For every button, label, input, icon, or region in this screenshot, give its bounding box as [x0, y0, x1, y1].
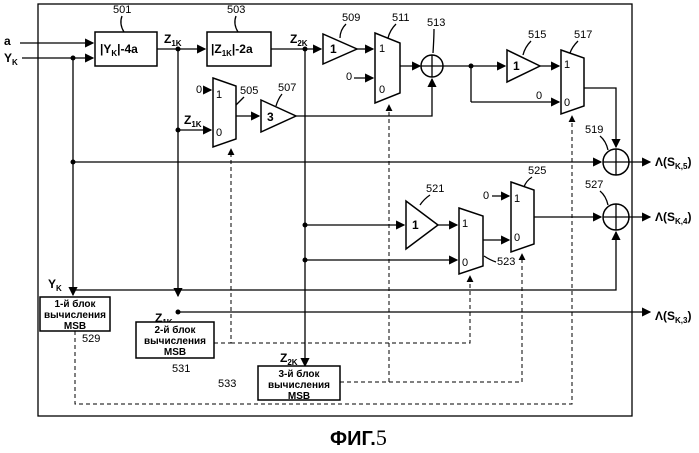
- ref-525: 525: [528, 165, 546, 177]
- leader-519: [600, 136, 608, 150]
- gain-509: [323, 34, 357, 64]
- ref-521: 521: [426, 183, 444, 195]
- input-y-label: YK: [4, 51, 18, 67]
- block-531-line2: вычисления: [144, 336, 206, 347]
- ref-515: 515: [528, 29, 546, 41]
- block-529-line2: вычисления: [44, 310, 106, 321]
- ref-519: 519: [585, 124, 603, 136]
- gain-515-text: 1: [513, 59, 520, 73]
- const-525: 0: [483, 190, 489, 202]
- leader-521: [420, 195, 430, 205]
- block-533-line2: вычисления: [268, 380, 330, 391]
- block-531-line1: 2-й блок: [154, 324, 196, 336]
- block-531-line3: MSB: [164, 347, 186, 358]
- ref-517: 517: [574, 29, 592, 41]
- mux-523-in1: 1: [462, 218, 468, 230]
- block-529-line3: MSB: [64, 321, 86, 332]
- ref-501: 501: [113, 4, 131, 16]
- junction-z2-523: [303, 258, 308, 263]
- leader-505: [236, 97, 244, 105]
- leader-515: [523, 41, 531, 55]
- mux-505-in0: 0: [216, 127, 222, 139]
- wire-507-513: [296, 79, 432, 116]
- output-3: Λ(SK,3): [655, 309, 691, 325]
- leader-523: [484, 256, 496, 262]
- leader-513: [433, 29, 434, 53]
- junction-yk-527: [71, 288, 76, 293]
- mux-517-in1: 1: [564, 59, 570, 71]
- ref-533: 533: [218, 378, 236, 390]
- leader-507: [276, 94, 282, 106]
- junction-z1-505: [176, 128, 181, 133]
- mux-523-in0: 0: [462, 257, 468, 269]
- gain-507-text: 3: [267, 110, 274, 124]
- z2-label: Z2K: [290, 32, 308, 48]
- ref-529: 529: [82, 333, 100, 345]
- mux-525-in1: 1: [514, 193, 520, 205]
- output-5: Λ(SK,5): [655, 155, 691, 171]
- ref-505: 505: [240, 85, 258, 97]
- ref-507: 507: [278, 82, 296, 94]
- ref-513: 513: [427, 17, 445, 29]
- const-505: 0: [196, 84, 202, 96]
- ctrl-533-511: [340, 105, 389, 382]
- leader-517: [570, 41, 578, 53]
- block-503-text: |Z1K|-2a: [211, 42, 253, 58]
- mux-505-in1: 1: [216, 89, 222, 101]
- gain-509-text: 1: [330, 42, 337, 56]
- figure-caption: ФИГ.5: [330, 425, 387, 450]
- yk-label: YK: [48, 277, 62, 293]
- leader-527: [600, 191, 608, 205]
- junction-out3: [176, 310, 181, 315]
- mux-511-in1: 1: [379, 43, 385, 55]
- mux-511-in0: 0: [379, 84, 385, 96]
- ref-527: 527: [585, 179, 603, 191]
- z2-label-2: Z2K: [280, 351, 298, 367]
- block-533-line1: 3-й блок: [278, 368, 320, 380]
- wire-517-519: [584, 88, 616, 147]
- ref-523: 523: [497, 256, 515, 268]
- junction-z2-521: [303, 223, 308, 228]
- leader-525: [524, 177, 532, 187]
- output-4: Λ(SK,4): [655, 210, 691, 226]
- ctrl-531-523: [231, 276, 470, 343]
- ref-511: 511: [392, 12, 410, 24]
- leader-511: [388, 24, 396, 38]
- const-511: 0: [346, 71, 352, 83]
- junction-y: [71, 56, 76, 61]
- const-517: 0: [536, 90, 542, 102]
- leader-501: [121, 16, 124, 32]
- z1-label-2: Z1K: [184, 113, 202, 129]
- input-a-label: a: [4, 34, 11, 48]
- leader-503: [235, 16, 238, 32]
- gain-521-text: 1: [412, 218, 419, 232]
- ref-509: 509: [342, 12, 360, 24]
- gain-521: [406, 201, 438, 249]
- ctrl-531-505: [214, 149, 231, 343]
- ref-531: 531: [172, 363, 190, 375]
- block-533-line3: MSB: [288, 391, 310, 402]
- junction-yk-519: [71, 160, 76, 165]
- ctrl-533-525: [389, 254, 522, 382]
- z1-label: Z1K: [164, 32, 182, 48]
- ref-503: 503: [227, 4, 245, 16]
- block-501-text: |YK|-4a: [100, 42, 138, 58]
- mux-525-in0: 0: [514, 232, 520, 244]
- junction-z2: [303, 47, 308, 52]
- mux-517-in0: 0: [564, 97, 570, 109]
- block-529-line1: 1-й блок: [54, 298, 96, 310]
- leader-509: [340, 24, 346, 38]
- junction-z1: [176, 47, 181, 52]
